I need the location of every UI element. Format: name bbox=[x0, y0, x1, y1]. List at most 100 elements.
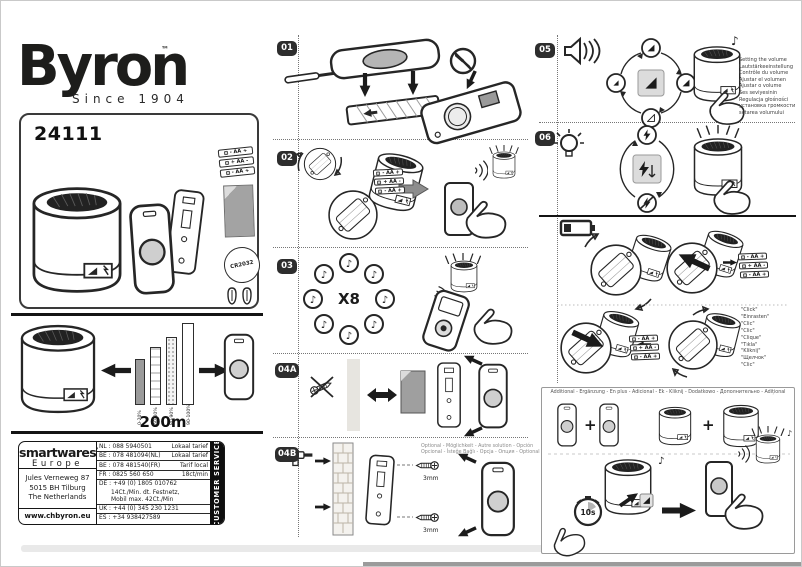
arrow-icon bbox=[662, 502, 696, 519]
additional-header: Additional - Ergänzung - En plus - Adici… bbox=[550, 390, 786, 395]
caption-line: Lautstärkeeinstellung bbox=[739, 63, 794, 70]
caption-line: установка громкости bbox=[739, 103, 796, 110]
optional-line: Opcional - İsteğe Bağlı - Opcja - Опция … bbox=[421, 449, 540, 455]
pushbutton-open-icon bbox=[422, 289, 470, 352]
box-contents-panel: 24111 - AA + + AA - - AA + CR2032 bbox=[19, 113, 264, 309]
click-line: "Click" bbox=[741, 307, 758, 313]
arrow-icon bbox=[462, 351, 484, 369]
bulb-icon bbox=[554, 129, 584, 157]
column-separator bbox=[557, 35, 558, 383]
range-arrow-left bbox=[101, 363, 131, 378]
svg-text:♪: ♪ bbox=[346, 331, 352, 342]
rotate-arrow bbox=[333, 156, 343, 177]
phone-row: DE :+49 (0) 1805 010762 bbox=[99, 481, 177, 488]
melody-cycle: ♪ ♪ ♪ ♪ ♪ ♪ ♪ ♪ X8 bbox=[303, 253, 395, 345]
scan-strip-light bbox=[21, 545, 611, 552]
additional-panel: Additional - Ergänzung - En plus - Adici… bbox=[541, 387, 795, 561]
chime-icon bbox=[723, 404, 759, 448]
battery-replace-illustration bbox=[557, 219, 789, 378]
pushbutton-icon bbox=[481, 461, 515, 537]
wallplugs-icon bbox=[227, 287, 252, 305]
chime-icon bbox=[658, 406, 692, 446]
click-line: "Tıkla" bbox=[741, 341, 758, 348]
wall-button bbox=[450, 198, 468, 216]
chime-icon bbox=[32, 187, 122, 293]
hold-time: 10s bbox=[581, 508, 596, 517]
step05-illustration: ♪ bbox=[564, 34, 745, 128]
caption-line: setarea volumului bbox=[739, 109, 784, 116]
battery-text: + AA - bbox=[230, 157, 249, 166]
chime-icon bbox=[492, 151, 516, 179]
caption-line: Setting the volume bbox=[739, 57, 787, 63]
note-icon: ♪ bbox=[787, 429, 792, 438]
chime-icon bbox=[693, 46, 741, 102]
note-icon: ♪ bbox=[731, 34, 739, 48]
step-badge-03: 03 bbox=[277, 259, 297, 274]
contact-card: smartwares’ Europe Jules Verneweg 87 501… bbox=[18, 441, 225, 525]
divider-rule bbox=[11, 313, 263, 316]
customer-service-bar: CUSTOMER SERVICE bbox=[210, 442, 224, 524]
volume-captions: Setting the volume Lautstärkeeinstellung… bbox=[739, 57, 797, 116]
pushbutton-top-icon bbox=[329, 38, 441, 80]
company-region: Europe bbox=[32, 459, 83, 470]
battery-icon bbox=[223, 150, 229, 156]
battery-text: + AA - bbox=[747, 262, 766, 269]
battery-icon bbox=[377, 179, 382, 185]
phone-row: BE :078 481094(NL)Lokaal tarief bbox=[97, 452, 210, 462]
range-bar-3 bbox=[166, 337, 177, 405]
screw-size: 3mm bbox=[423, 475, 439, 482]
contents-illustration bbox=[32, 187, 206, 296]
phone-row: BE :078 481540(FR)Tarif local bbox=[97, 461, 210, 471]
wall bbox=[347, 359, 360, 431]
rotate-arrow bbox=[584, 233, 600, 248]
battery-icon bbox=[633, 354, 638, 359]
coin-battery-label: CR2032 bbox=[229, 259, 255, 271]
phone-row: 14Ct./Min. dt. Festnetz, bbox=[111, 489, 180, 496]
battery-text: - AA + bbox=[639, 353, 658, 360]
base-disc-icon bbox=[560, 322, 612, 374]
arrow-icon bbox=[315, 457, 331, 465]
chime-icon bbox=[450, 260, 478, 293]
range-bar-1 bbox=[135, 359, 145, 405]
brick-wall bbox=[332, 442, 354, 536]
pushbutton-icon bbox=[599, 403, 619, 447]
melody-count: X8 bbox=[338, 290, 360, 308]
model-number: 24111 bbox=[34, 123, 103, 145]
adhesive-pad-icon bbox=[223, 184, 255, 238]
aa-battery-label: - AA + bbox=[737, 252, 768, 261]
arrow-down-icon bbox=[407, 71, 419, 95]
company-website: www.chbyron.eu bbox=[24, 512, 91, 520]
arrow-icon bbox=[456, 449, 478, 467]
column-separator bbox=[298, 35, 299, 537]
trademark-symbol: ™ bbox=[161, 45, 169, 54]
phone-row: Mobil max. 42Ct./Min bbox=[97, 497, 210, 505]
step-separator bbox=[273, 139, 528, 140]
pushbutton-icon bbox=[128, 202, 176, 296]
battery-icon bbox=[631, 336, 636, 341]
battery-icon bbox=[740, 254, 745, 259]
step-separator bbox=[273, 353, 528, 354]
battery-text: - AA + bbox=[746, 253, 765, 260]
note-icon: ♪ bbox=[658, 456, 664, 467]
battery-icon bbox=[741, 263, 746, 268]
battery-text: - AA + bbox=[231, 167, 250, 176]
range-bar-4 bbox=[182, 323, 194, 405]
battery-icon bbox=[742, 272, 747, 277]
caption-line: Ses seviyesinin bbox=[739, 89, 778, 96]
speaker-icon bbox=[564, 36, 601, 66]
aa-battery-label: - AA + bbox=[630, 352, 661, 361]
click-line: "Kliknij" bbox=[741, 348, 761, 355]
caption-line: Ajustar el volumen bbox=[739, 76, 786, 83]
aa-battery-label: - AA + bbox=[628, 334, 659, 343]
click-line: "Clic" bbox=[741, 320, 755, 327]
screw-size: 3mm bbox=[423, 527, 439, 534]
company-address: Jules Verneweg 87 5015 BH Tilburg The Ne… bbox=[19, 469, 96, 509]
coin-battery-icon: CR2032 bbox=[220, 243, 264, 287]
step04a-illustration bbox=[308, 351, 508, 441]
address-line: 5015 BH Tilburg bbox=[29, 483, 86, 492]
chime-icon bbox=[22, 326, 94, 412]
base-disc-icon bbox=[303, 147, 337, 181]
aa-battery-label: - AA + bbox=[739, 270, 770, 279]
